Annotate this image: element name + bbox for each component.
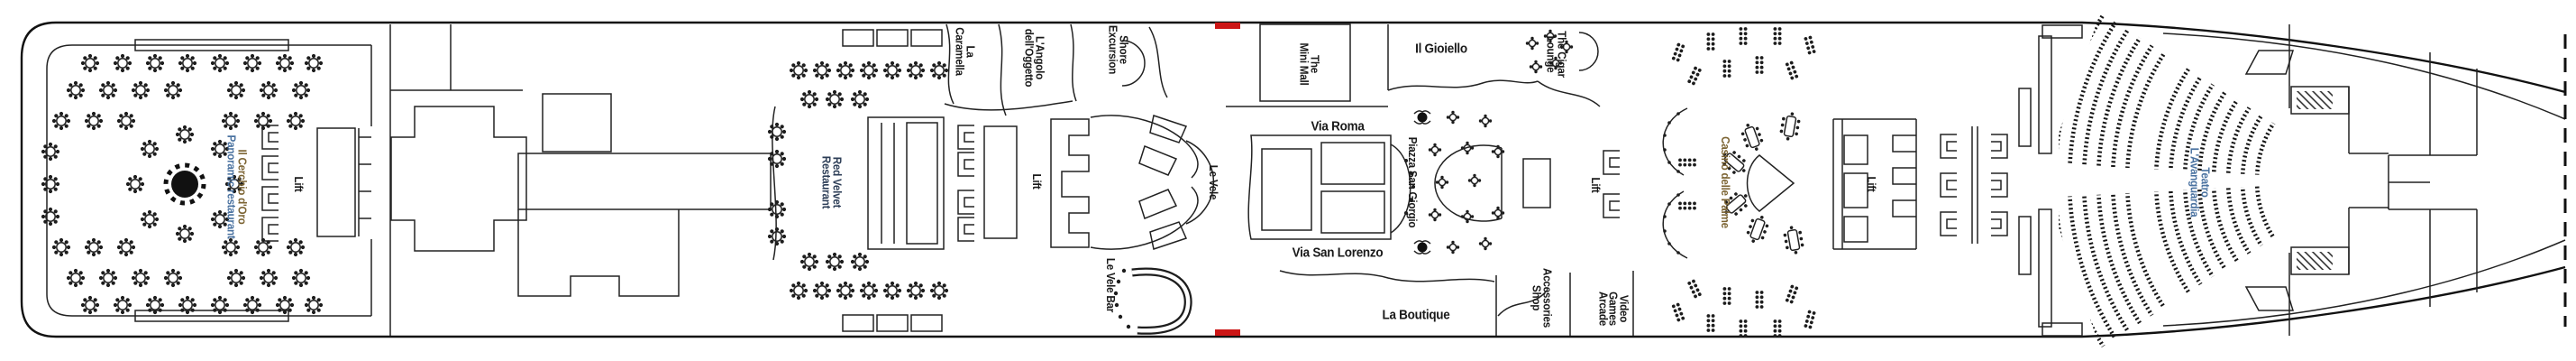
le-vele-atrium xyxy=(1090,115,1215,250)
label-le-vele: Le Vele xyxy=(1206,164,1220,200)
label-il-gioiello: Il Gioiello xyxy=(1415,41,1467,57)
aft-restaurant xyxy=(41,39,372,322)
label-il-cerchio-doro: Il Cerchio d'Oro Panoramic restaurant xyxy=(225,134,250,239)
red-velvet-restaurant xyxy=(767,29,949,332)
aft-lift-bank xyxy=(261,125,371,242)
aft-shops xyxy=(944,23,1168,116)
theater-seating xyxy=(2059,13,2363,348)
label-the-mini-mall: The Mini Mall xyxy=(1298,42,1322,86)
stage xyxy=(2288,24,2389,336)
label-langolo-delloggetto: L'Angolo dell'Oggetto xyxy=(1023,28,1047,88)
label-accessories-shop: Accessories Shop xyxy=(1530,268,1555,328)
casino-lift-bank xyxy=(1832,118,1917,250)
fire-door-marker-bottom xyxy=(1215,329,1240,336)
label-lift-casino: Lift xyxy=(1864,176,1878,192)
label-video-games-arcade: Video Games Arcade xyxy=(1596,291,1631,327)
label-la-boutique: La Boutique xyxy=(1382,307,1450,323)
service-area xyxy=(389,24,772,336)
label-via-roma: Via Roma xyxy=(1311,118,1365,134)
theater xyxy=(2038,13,2389,348)
red-velvet-tables xyxy=(767,60,949,301)
label-shore-excursion: Shore Excursion xyxy=(1107,24,1131,75)
midship-lifts xyxy=(957,118,1090,248)
casino xyxy=(1662,27,2032,338)
shopping-gallery xyxy=(1226,23,1634,336)
slot-machines xyxy=(1671,27,1816,338)
fire-door-markers xyxy=(1215,23,1240,336)
label-lift-midship: Lift xyxy=(1029,173,1044,190)
piazza-tables xyxy=(1413,110,1505,255)
label-piazza-san-giorgio: Piazza San Giorgio xyxy=(1405,136,1420,228)
label-via-san-lorenzo: Via San Lorenzo xyxy=(1292,245,1384,261)
le-vele-bar-counter xyxy=(1113,267,1192,335)
label-la-caramella: La Caramella xyxy=(954,27,978,76)
fire-door-marker-top xyxy=(1215,23,1240,29)
label-lift-shops: Lift xyxy=(1588,177,1603,193)
label-casino-delle-palme: Casinò delle Palme xyxy=(1718,136,1732,228)
centerpiece xyxy=(171,171,198,198)
hull-outline xyxy=(20,21,2567,338)
label-teatro-lavanguardia: Teatro L'Avanguardia xyxy=(2188,147,2213,218)
label-le-vele-bar: Le Vele Bar xyxy=(1103,257,1118,313)
label-the-cigar-lounge: The Cigar Lounge xyxy=(1545,31,1569,78)
forward-lobby xyxy=(1940,88,2032,275)
label-red-velvet: Red Velvet Restaurant xyxy=(820,155,845,209)
bow-rooms xyxy=(2388,52,2478,307)
label-lift-aft: Lift xyxy=(291,176,306,192)
stage-block xyxy=(867,116,945,250)
